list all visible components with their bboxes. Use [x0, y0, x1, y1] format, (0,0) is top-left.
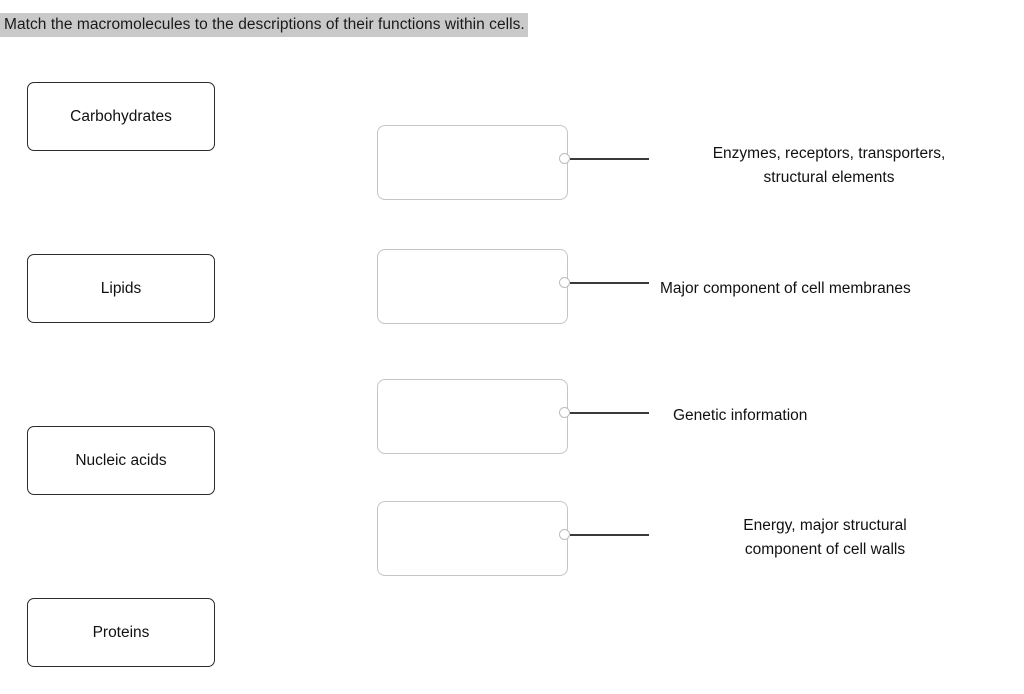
connector-line	[570, 157, 649, 160]
draggable-term-proteins[interactable]: Proteins	[27, 598, 215, 667]
drop-zone-4[interactable]	[377, 501, 568, 576]
description-2: Major component of cell membranes	[660, 280, 911, 297]
term-label: Proteins	[92, 623, 150, 641]
question-prompt-text: Match the macromolecules to the descript…	[0, 13, 528, 37]
draggable-term-nucleic-acids[interactable]: Nucleic acids	[27, 426, 215, 495]
term-label: Lipids	[100, 279, 142, 297]
term-label: Carbohydrates	[70, 107, 172, 125]
connector-4	[559, 529, 651, 541]
drop-zone-3[interactable]	[377, 379, 568, 454]
description-1: Enzymes, receptors, transporters, struct…	[712, 145, 946, 186]
description-3: Genetic information	[673, 407, 808, 424]
draggable-term-carbohydrates[interactable]: Carbohydrates	[27, 82, 215, 151]
connector-line	[570, 533, 649, 536]
term-label: Nucleic acids	[75, 451, 167, 469]
connector-3	[559, 407, 651, 419]
connector-line	[570, 411, 649, 414]
connector-1	[559, 153, 651, 165]
question-prompt: Match the macromolecules to the descript…	[0, 13, 528, 37]
connector-line	[570, 281, 649, 284]
drop-zone-1[interactable]	[377, 125, 568, 200]
connector-2	[559, 277, 651, 289]
draggable-term-lipids[interactable]: Lipids	[27, 254, 215, 323]
drop-zone-2[interactable]	[377, 249, 568, 324]
description-4: Energy, major structural component of ce…	[743, 517, 907, 558]
